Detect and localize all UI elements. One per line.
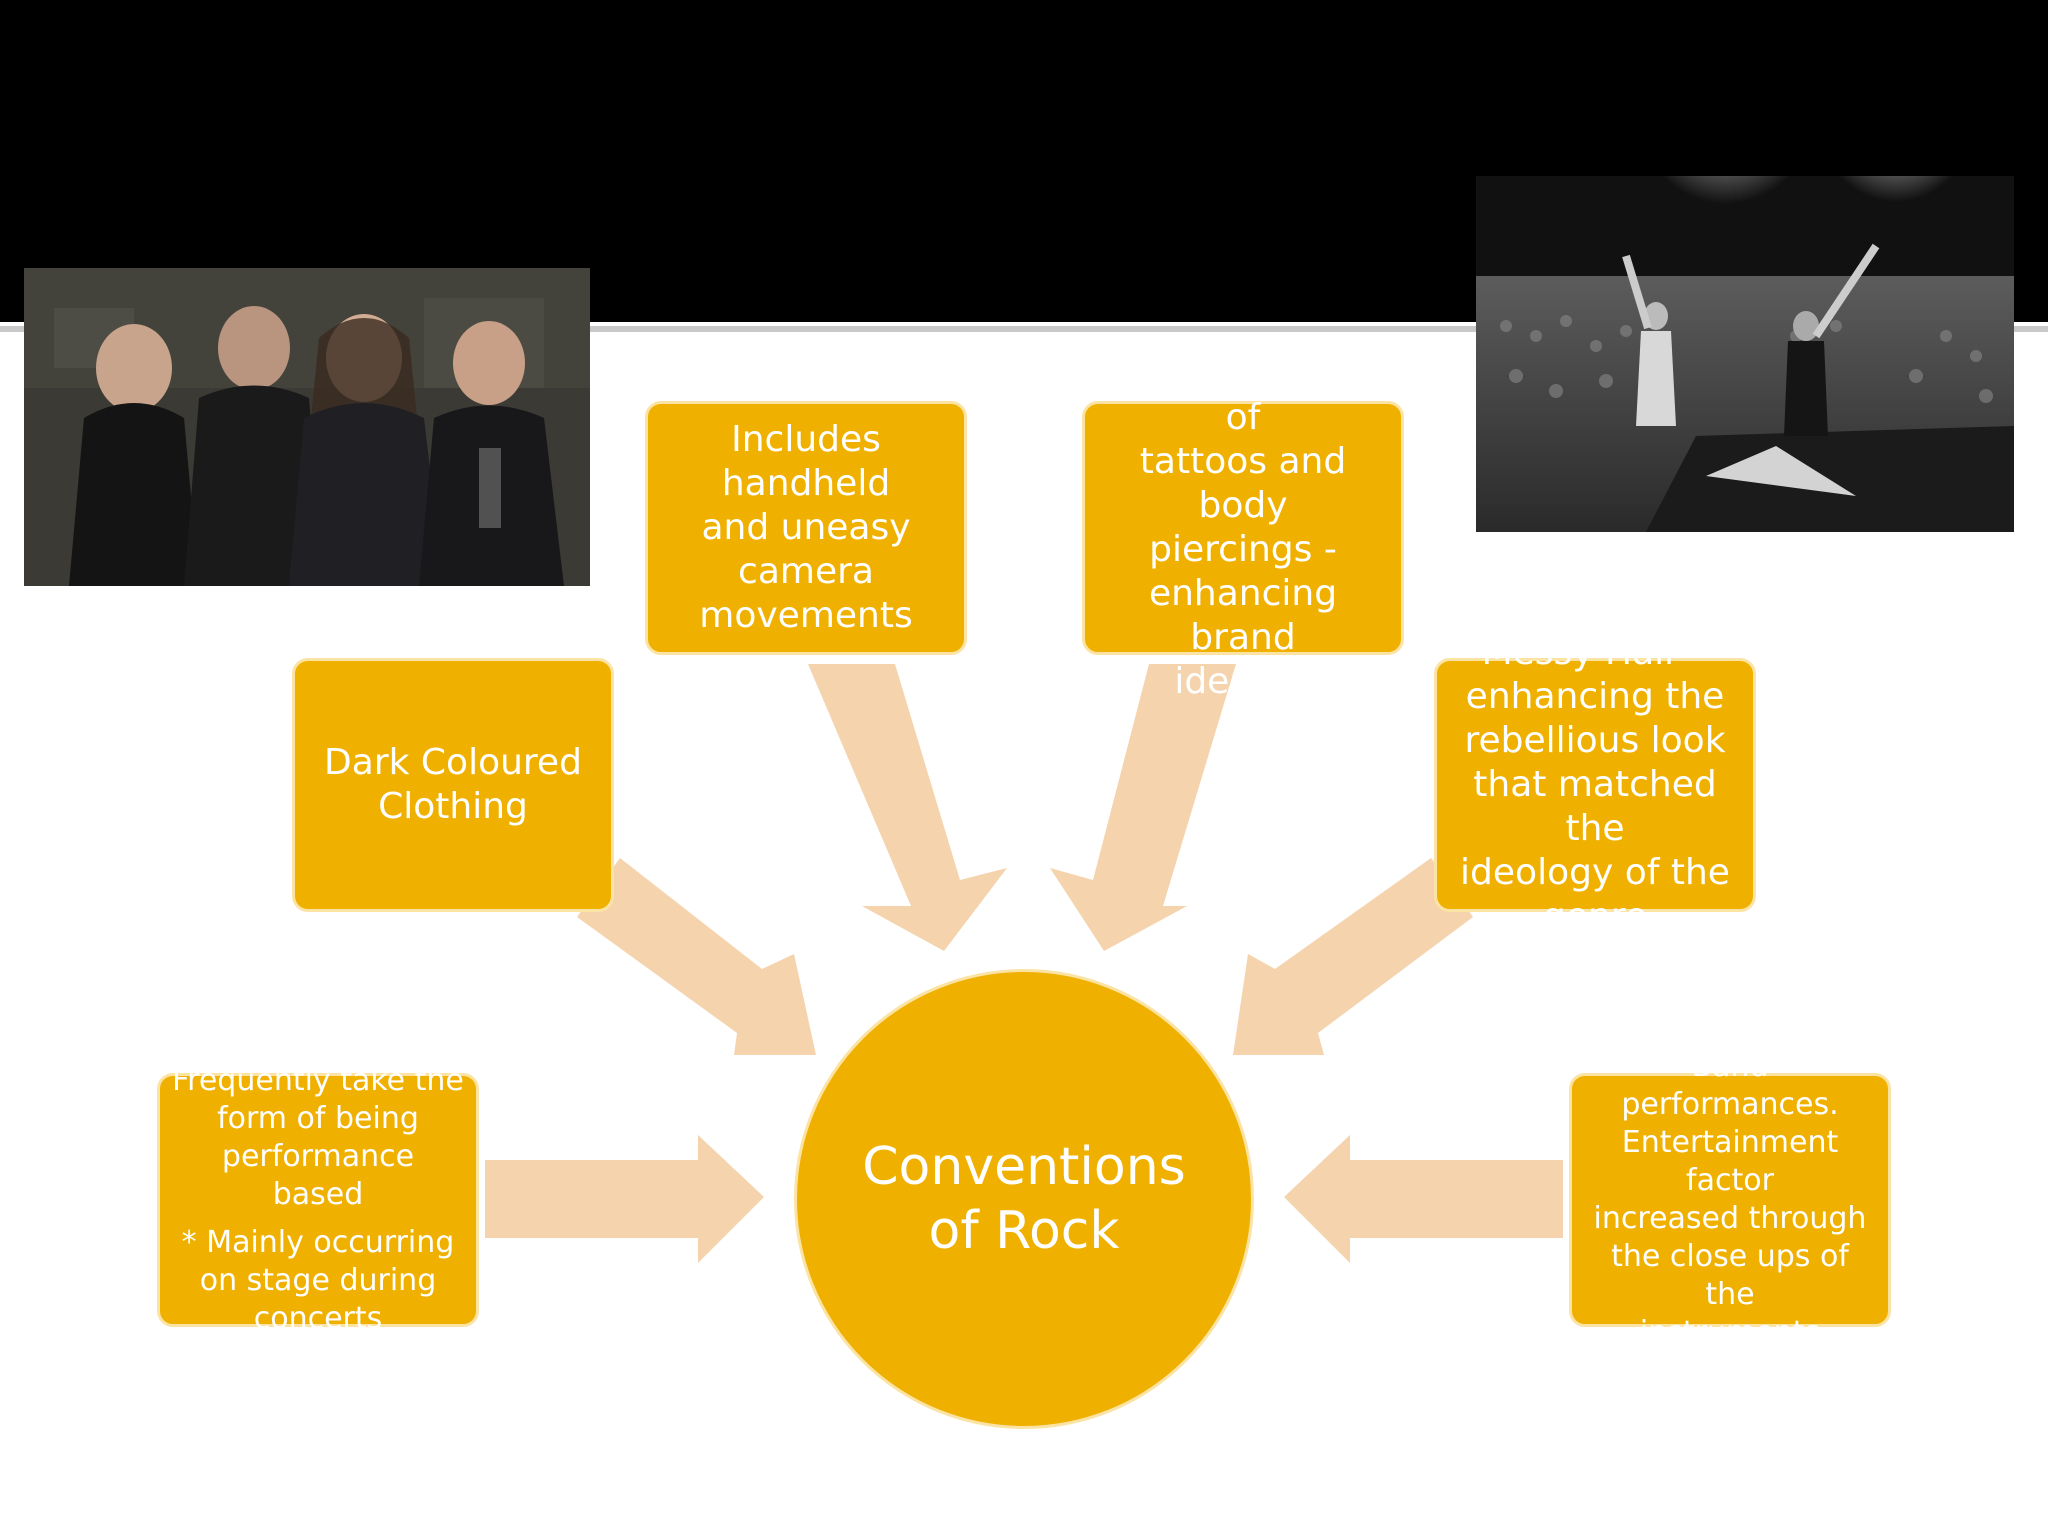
box-performance-text-1: Frequently take the form of being perfor… <box>172 1063 464 1212</box>
arrow-from-tattoos <box>1050 664 1236 951</box>
arrow-from-band <box>1284 1135 1563 1263</box>
box-performance-text-2: * Mainly occurring on stage during conce… <box>181 1225 455 1336</box>
center-circle-conventions: Conventions of Rock <box>794 969 1254 1429</box>
box-performance-based: Frequently take the form of being perfor… <box>157 1063 479 1336</box>
box-messy-hair: Messy Hair – enhancing the rebellious lo… <box>1434 632 1756 937</box>
box-band-performances: Band performances. Entertainment factor … <box>1569 1049 1891 1350</box>
band-group-photo <box>24 268 590 586</box>
box-camera-movements: Includes handheld and uneasy camera move… <box>645 401 967 655</box>
arrow-from-clothing <box>577 858 816 1055</box>
box-hair-text: Messy Hair – enhancing the rebellious lo… <box>1460 632 1730 937</box>
divider-line <box>0 326 2048 332</box>
arrow-from-performance <box>485 1135 764 1263</box>
box-tattoos-text: Huge amounts of tattoos and body piercin… <box>1111 353 1375 702</box>
concert-crowd-photo <box>1476 176 2014 532</box>
arrow-from-hair <box>1233 858 1473 1055</box>
box-clothing-text: Dark Coloured Clothing <box>324 742 582 827</box>
center-circle-text: Conventions of Rock <box>862 1137 1186 1261</box>
arrow-from-camera <box>808 664 1007 951</box>
box-dark-clothing: Dark Coloured Clothing <box>292 658 614 912</box>
box-tattoos-piercings: Huge amounts of tattoos and body piercin… <box>1082 353 1404 702</box>
box-camera-text: Includes handheld and uneasy camera move… <box>699 419 913 636</box>
box-band-text: Band performances. Entertainment factor … <box>1593 1049 1867 1350</box>
